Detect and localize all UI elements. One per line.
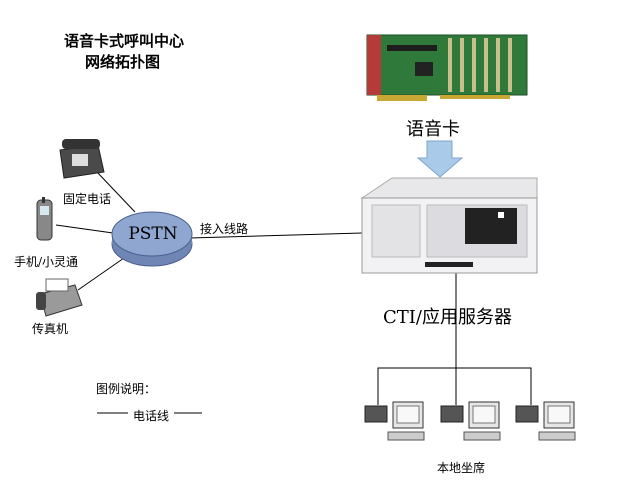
server-image bbox=[360, 177, 538, 274]
diagram-title-line-1: 语音卡式呼叫中心 bbox=[64, 32, 185, 50]
voice-card-label: 语音卡 bbox=[406, 119, 460, 140]
pstn-label: PSTN bbox=[128, 224, 178, 244]
access-line-label: 接入线路 bbox=[200, 222, 249, 236]
mobile-phone-label: 手机/小灵通 bbox=[14, 255, 79, 269]
server-label: CTI/应用服务器 bbox=[383, 307, 512, 328]
legend-title: 图例说明： bbox=[96, 382, 157, 396]
line-fax-to-pstn bbox=[77, 257, 125, 291]
fax-machine-icon bbox=[36, 278, 83, 317]
line-fixed-to-pstn bbox=[95, 170, 136, 213]
pstn-node bbox=[111, 211, 193, 267]
fax-label: 传真机 bbox=[32, 322, 69, 336]
fixed-phone-icon bbox=[59, 139, 105, 179]
seat-1-icon bbox=[364, 401, 425, 441]
down-arrow-icon bbox=[416, 140, 464, 178]
seat-3-icon bbox=[515, 401, 576, 441]
line-pstn-to-server bbox=[189, 232, 363, 239]
seat-workstations bbox=[364, 401, 576, 441]
bus-line-seats bbox=[377, 367, 532, 405]
mobile-phone-icon bbox=[36, 197, 53, 241]
local-seats-label: 本地坐席 bbox=[437, 461, 486, 475]
fixed-phone-label: 固定电话 bbox=[63, 192, 112, 206]
seat-2-icon bbox=[440, 401, 501, 441]
voice-card-image bbox=[366, 34, 528, 101]
legend-phone-line-label: 电话线 bbox=[133, 409, 170, 423]
line-mobile-to-pstn bbox=[55, 224, 114, 234]
diagram-title-line-2: 网络拓扑图 bbox=[85, 53, 161, 71]
